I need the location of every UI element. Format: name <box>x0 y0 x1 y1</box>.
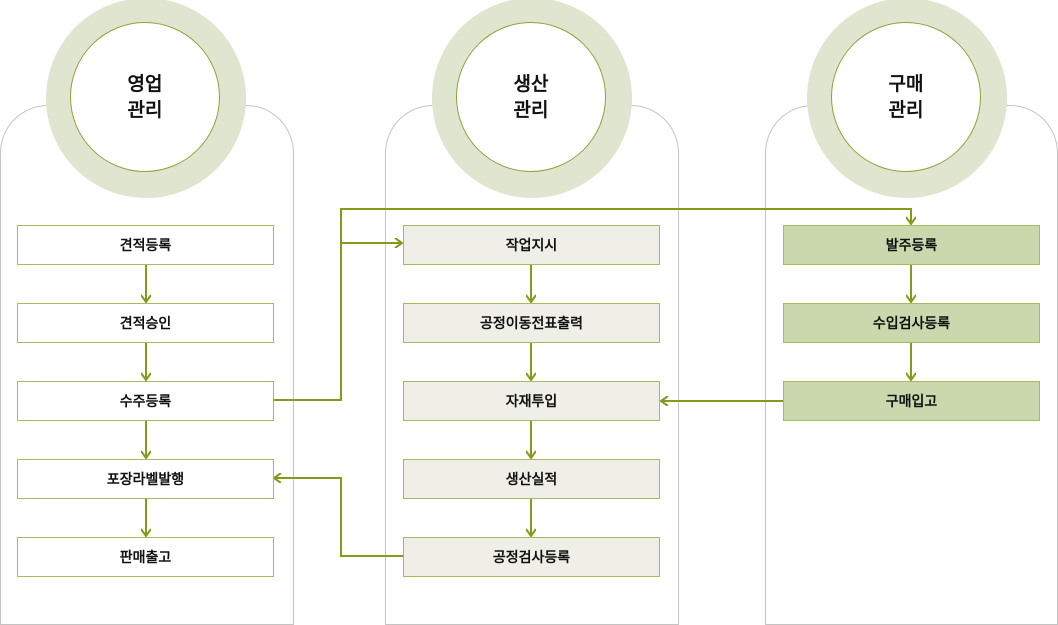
step-quote-approve[interactable]: 견적승인 <box>17 303 274 343</box>
step-production-result[interactable]: 생산실적 <box>403 459 660 499</box>
step-sales-shipment[interactable]: 판매출고 <box>17 537 274 577</box>
purchase-title: 구매 관리 <box>831 22 981 172</box>
flow-connectors <box>0 208 1058 557</box>
step-process-slip-print[interactable]: 공정이동전표출력 <box>403 303 660 343</box>
step-work-order[interactable]: 작업지시 <box>403 225 660 265</box>
step-label-issue[interactable]: 포장라벨발행 <box>17 459 274 499</box>
production-header-ring: 생산 관리 <box>432 0 632 198</box>
order-to-purchase-arrow <box>273 208 911 401</box>
step-purchase-receipt[interactable]: 구매입고 <box>783 381 1040 421</box>
step-order-register[interactable]: 수주등록 <box>17 381 274 421</box>
step-incoming-inspection[interactable]: 수입검사등록 <box>783 303 1040 343</box>
step-purchase-order[interactable]: 발주등록 <box>783 225 1040 265</box>
sales-header-ring: 영업 관리 <box>46 0 246 198</box>
step-material-input[interactable]: 자재투입 <box>403 381 660 421</box>
step-quote-register[interactable]: 견적등록 <box>17 225 274 265</box>
inspection-to-label-arrow <box>274 478 403 557</box>
step-process-inspection[interactable]: 공정검사등록 <box>403 537 660 577</box>
sales-title: 영업 관리 <box>70 22 220 172</box>
production-title: 생산 관리 <box>456 22 606 172</box>
purchase-header-ring: 구매 관리 <box>807 0 1007 198</box>
